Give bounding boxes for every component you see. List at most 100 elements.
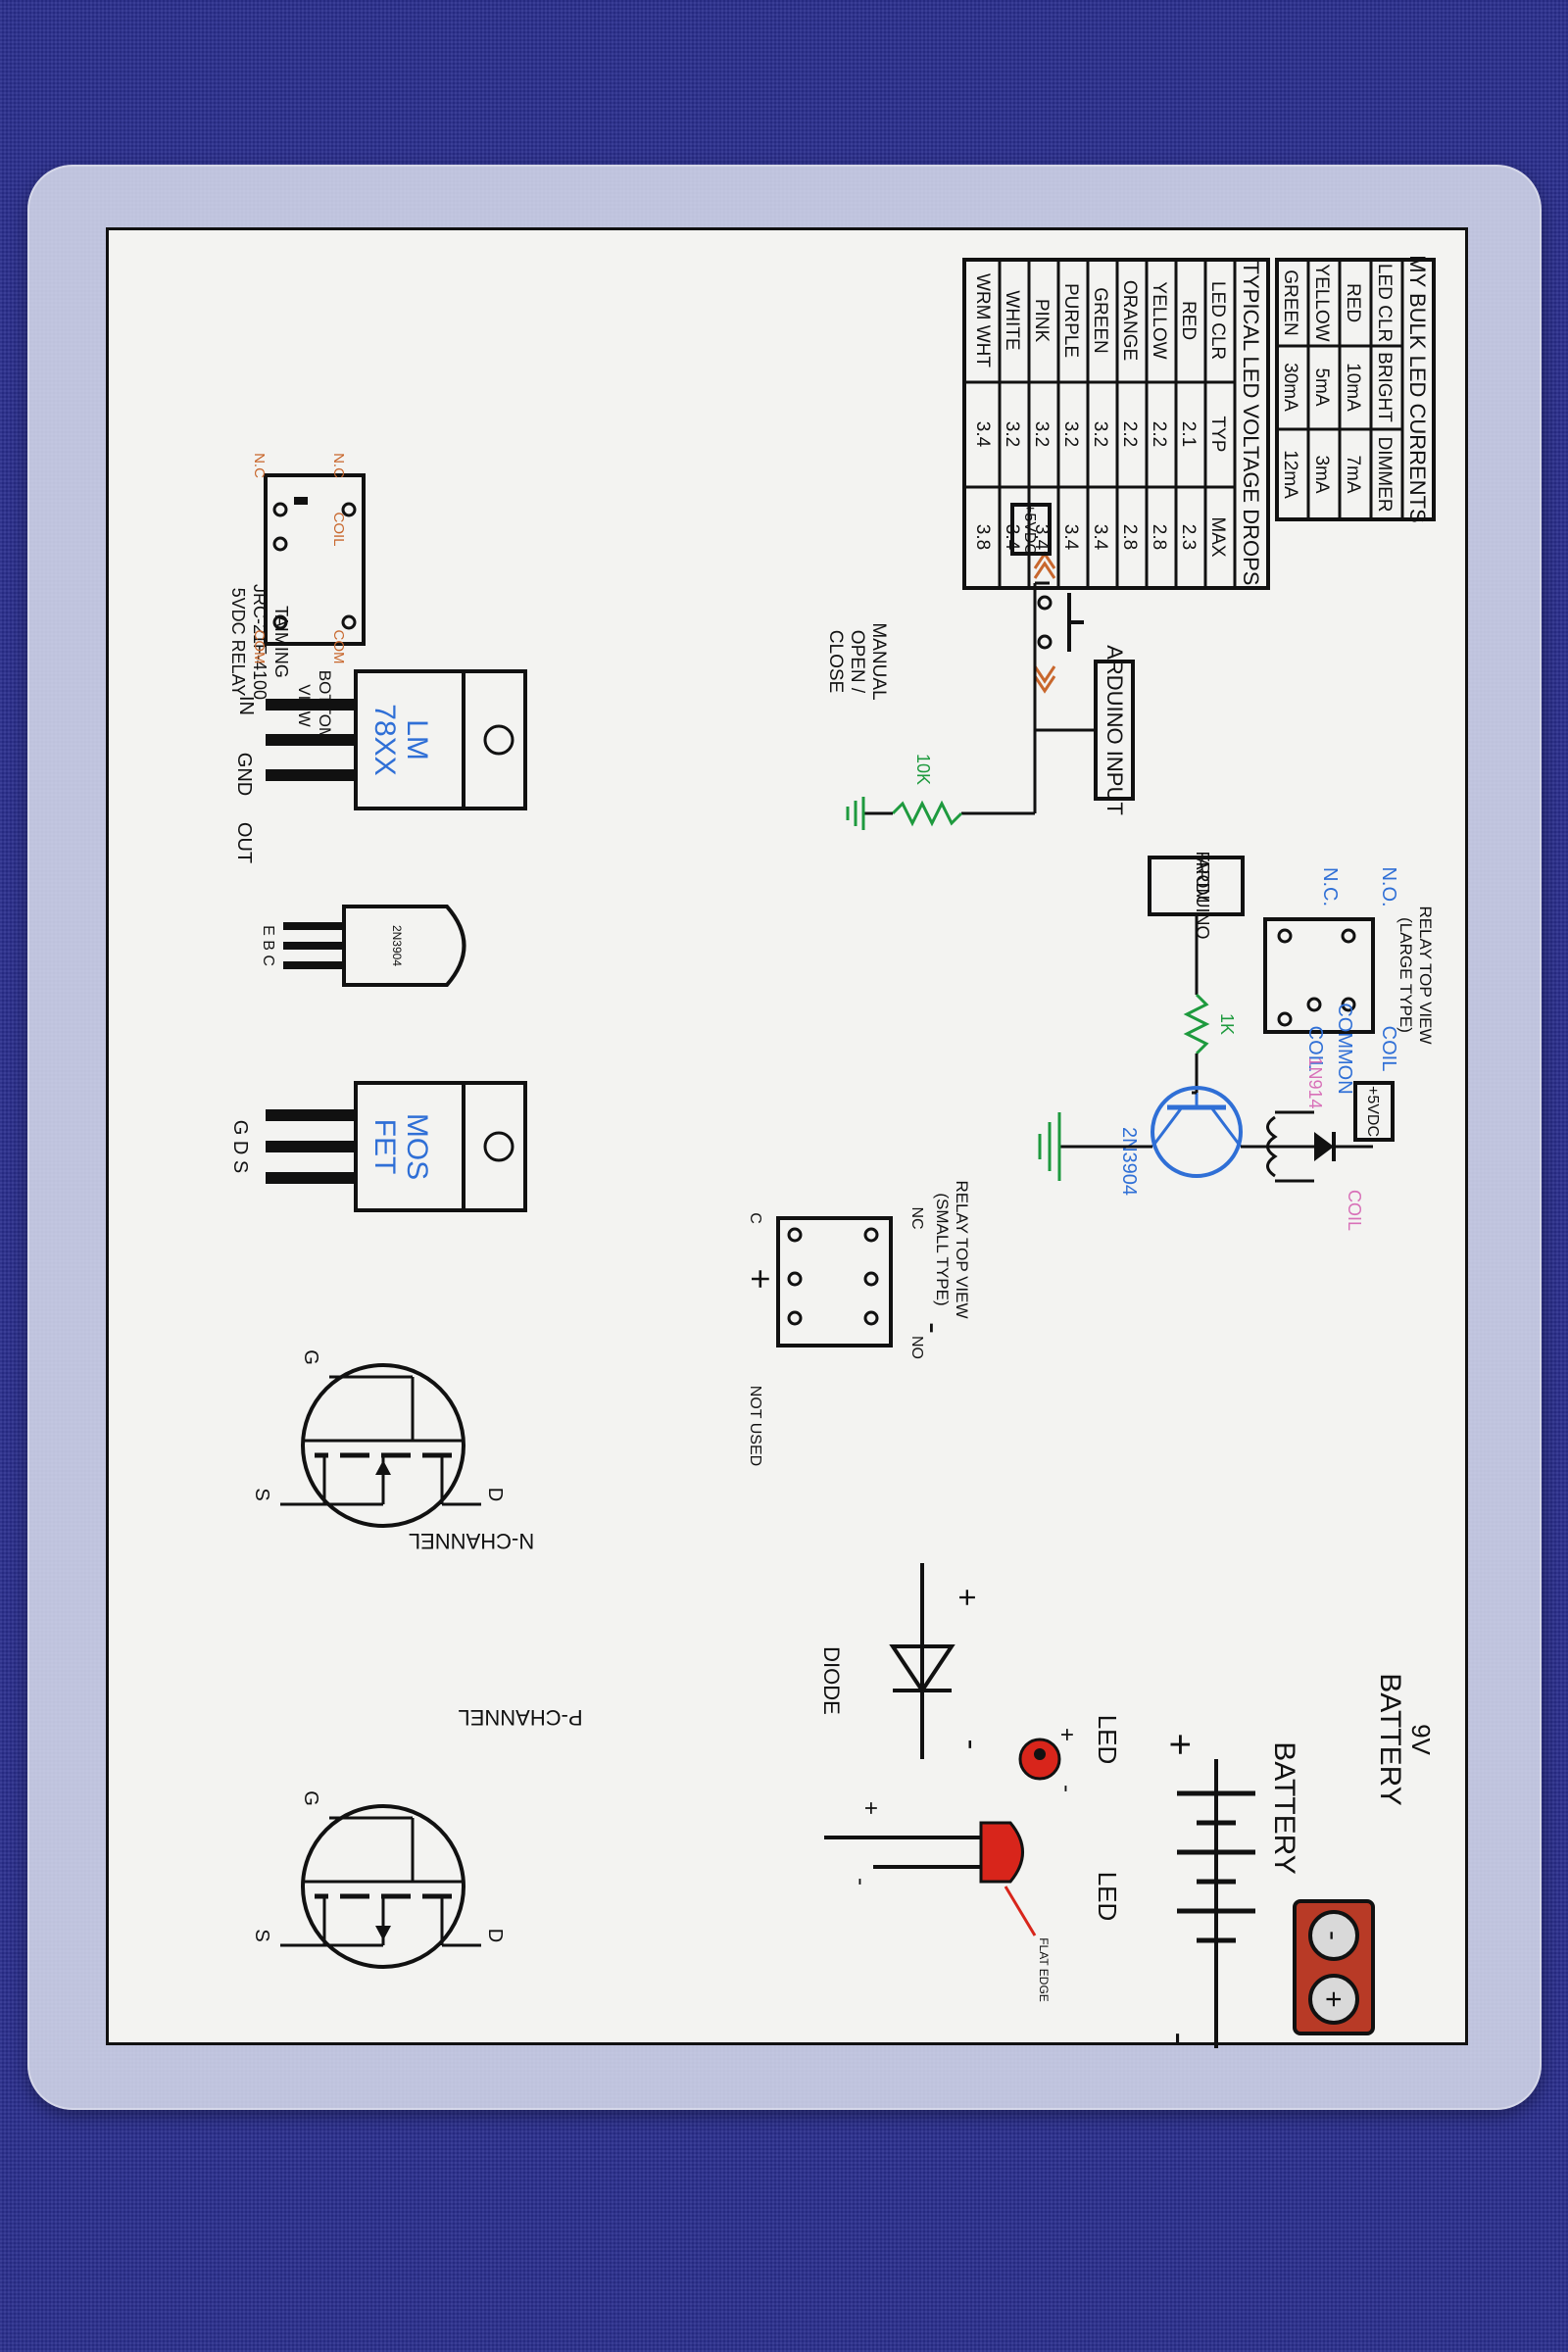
led-side-plus: +: [858, 1801, 884, 1815]
relay-small-title-2: (SMALL TYPE): [933, 1193, 952, 1305]
table-cell: 2.2: [1149, 421, 1169, 447]
to92-pin: [283, 922, 344, 930]
mosfet-package: MOS FET G D S: [229, 1081, 527, 1212]
lm-label-1: LM: [401, 719, 433, 760]
p-channel-label: P-CHANNEL: [458, 1705, 582, 1730]
relay-top-view-small: RELAY TOP VIEW (SMALL TYPE) NC C NO NOT …: [741, 1180, 971, 1466]
relay-bottom-view: TAIMING JRC-21F-4100 5VDC RELAY N.C N.C …: [228, 453, 366, 741]
relay-small-title-1: RELAY TOP VIEW: [953, 1180, 971, 1318]
table-cell: 2.1: [1178, 421, 1199, 447]
table-cell: YELLOW: [1149, 281, 1169, 359]
bulk-header-bright: BRIGHT: [1374, 352, 1395, 422]
relay-small-c: C: [747, 1212, 763, 1224]
led-side-minus: -: [848, 1878, 874, 1886]
r1k-label: 1K: [1217, 1013, 1237, 1035]
com-label-1: COM: [251, 630, 268, 664]
led-round: LED + -: [1018, 1715, 1122, 1792]
relay-bottom-title-3: 5VDC RELAY: [228, 588, 248, 697]
q-2n3904-label: 2N3904: [1118, 1127, 1140, 1196]
com-label-2: COM: [330, 630, 347, 664]
mosfet-label-1: MOS: [401, 1113, 433, 1180]
relay-coil-label-1: COIL: [1378, 1026, 1399, 1072]
relay-small-plus: +: [741, 1268, 781, 1289]
q-2n3904-symbol: [1151, 1086, 1243, 1178]
to92-transistor: 2N3904 E B C: [260, 905, 466, 987]
table-cell: 3.4: [1060, 524, 1081, 551]
regulator-pin: [266, 769, 356, 781]
reference-sheet: MY BULK LED CURRENTS LED CLR BRIGHT DIMM…: [106, 227, 1468, 2048]
table-cell: 3.4: [1090, 524, 1110, 551]
bulk-header-dimmer: DIMMER: [1374, 436, 1395, 512]
led-round-plus: +: [1054, 1728, 1080, 1741]
flat-edge-label: FLAT EDGE: [1037, 1937, 1051, 2002]
bulk-header-clr: LED CLR: [1374, 264, 1395, 342]
table-cell: 3.4: [1031, 524, 1052, 551]
drops-rows: RED2.12.3YELLOW2.22.8ORANGE2.22.8GREEN3.…: [972, 273, 1199, 551]
n-channel-mosfet-symbol: G D S N-CHANNEL: [251, 1349, 534, 1553]
pin-in: IN: [235, 696, 257, 715]
relay-top-view-large: RELAY TOP VIEW (LARGE TYPE) N.O. N.C. CO…: [1263, 866, 1435, 1095]
table-cell: RED: [1178, 301, 1199, 340]
relay-nc-label: N.C.: [1319, 867, 1341, 906]
battery-symbol-minus: -: [1158, 2032, 1201, 2044]
table-cell: YELLOW: [1311, 264, 1332, 341]
nc-label-2: N.C: [330, 453, 347, 478]
table-cell: 2.2: [1119, 421, 1140, 447]
table-cell: PINK: [1031, 299, 1052, 343]
battery-9v: 9V BATTERY - +: [1293, 1673, 1436, 2035]
relay-small-no: NO: [908, 1336, 925, 1359]
pin-gnd: GND: [233, 753, 255, 796]
table-cell: 2.8: [1119, 524, 1140, 550]
battery-minus-terminal: [1308, 1910, 1359, 1961]
to92-pin: [283, 942, 344, 950]
lm78xx-regulator: LM 78XX IN GND OUT: [233, 669, 527, 863]
to92-marking: 2N3904: [390, 925, 404, 966]
diode-symbol: + - DIODE: [819, 1563, 990, 1759]
table-cell: 3.4: [972, 421, 993, 448]
mosfet-pin: [266, 1109, 356, 1121]
relay-large-title-1: RELAY TOP VIEW: [1416, 906, 1435, 1044]
led-voltage-drops-table: TYPICAL LED VOLTAGE DROPS LED CLR TYP MA…: [962, 258, 1270, 590]
manual-label-2: OPEN /: [847, 630, 867, 694]
battery-symbol-label: BATTERY: [1268, 1741, 1300, 1875]
p-fet-s: S: [251, 1929, 272, 1941]
table-cell: 3.2: [1090, 421, 1110, 447]
relay-bottom-body: [264, 473, 366, 646]
table-cell: 3.8: [972, 524, 993, 550]
diode-minus: -: [955, 1740, 990, 1750]
table-cell: ORANGE: [1119, 280, 1140, 361]
relay-small-nc: NC: [908, 1206, 925, 1229]
battery-9v-label-1: 9V: [1406, 1724, 1436, 1755]
relay-small-minus: -: [914, 1322, 955, 1334]
n-fet-d: D: [484, 1488, 506, 1501]
mosfet-pin: [266, 1172, 356, 1184]
relay-large-title-2: (LARGE TYPE): [1396, 917, 1415, 1033]
table-cell: 3.2: [1060, 421, 1081, 447]
battery-9v-label-2: BATTERY: [1374, 1673, 1406, 1806]
table-cell: GREEN: [1090, 287, 1110, 354]
relay-large-body: [1263, 917, 1375, 1034]
drops-header-typ: TYP: [1207, 416, 1228, 453]
table-cell: 30mA: [1280, 363, 1300, 412]
led-round-minus: -: [1054, 1785, 1080, 1792]
bulk-led-currents-table: MY BULK LED CURRENTS LED CLR BRIGHT DIMM…: [1275, 255, 1436, 523]
plus5vdc-label-1: +5VDC: [1021, 504, 1038, 555]
drops-header-clr: LED CLR: [1207, 281, 1228, 360]
table-cell: WRM WHT: [972, 273, 993, 368]
battery-plus-terminal: [1308, 1974, 1359, 2025]
plus5vdc-box-1: [1010, 503, 1052, 556]
mosfet-label-2: FET: [368, 1119, 401, 1175]
plus5vdc-label-2: +5VDC: [1364, 1086, 1381, 1137]
regulator-pin: [266, 699, 356, 710]
mosfet-pin: [266, 1141, 356, 1152]
diode-plus: +: [950, 1589, 985, 1607]
table-cell: 5mA: [1311, 368, 1332, 406]
table-cell: 10mA: [1343, 363, 1363, 412]
relay-common-label: COMMON: [1334, 1003, 1355, 1094]
arduino-input-label: ARDUINO INPUT: [1102, 645, 1127, 815]
n-channel-label: N-CHANNEL: [409, 1529, 534, 1553]
diode-label: DIODE: [819, 1646, 844, 1715]
d1n914-label: 1N914: [1305, 1056, 1325, 1108]
table-cell: 3mA: [1311, 455, 1332, 493]
led-side: LED + - FLAT EDGE: [824, 1801, 1122, 2002]
